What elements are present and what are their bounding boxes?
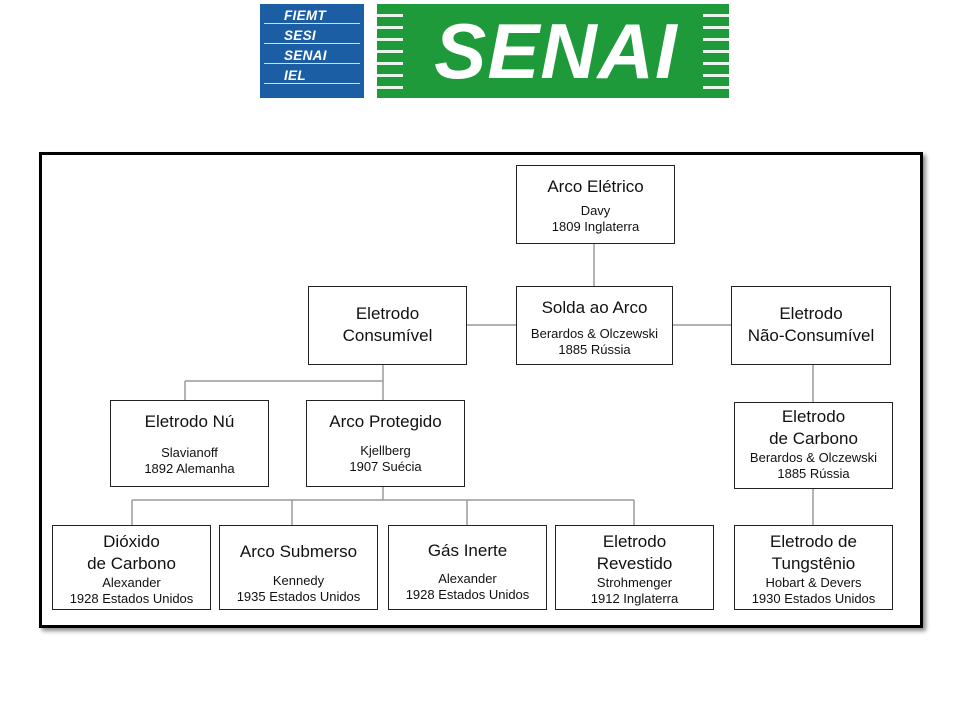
node-title: Eletrodo Revestido [596,532,673,573]
logo-line-iel: IEL [284,68,306,83]
node-gas-inerte: Gás Inerte Alexander 1928 Estados Unidos [388,525,547,610]
node-title: Arco Submerso [239,542,358,561]
node-arco-eletrico: Arco Elétrico Davy 1809 Inglaterra [516,165,675,244]
logo-stripes [377,14,729,89]
logo-rule [264,23,360,24]
node-eletrodo-de-carbono: Eletrodo de Carbono Berardos & Olczewski… [734,402,893,489]
node-subtitle: Berardos & Olczewski 1885 Rússia [749,450,878,481]
node-eletrodo-consumivel: Eletrodo Consumível [308,286,467,365]
logo-line-fiemt: FIEMT [284,8,326,23]
node-title: Gás Inerte [427,541,508,560]
logo-rule [264,63,360,64]
node-arco-submerso: Arco Submerso Kennedy 1935 Estados Unido… [219,525,378,610]
logo-rule [264,83,360,84]
node-subtitle: Kjellberg 1907 Suécia [349,443,422,474]
node-title: Arco Elétrico [547,177,644,196]
senai-wordmark: SENAI [434,7,678,95]
node-title: Eletrodo Nú [144,412,235,431]
senai-logo: SENAI [377,4,729,98]
fiemt-logo: FIEMT SESI SENAI IEL [260,4,364,98]
node-title: Eletrodo Não-Consumível [747,304,875,345]
node-eletrodo-revestido: Eletrodo Revestido Strohmenger 1912 Ingl… [555,525,714,610]
node-arco-protegido: Arco Protegido Kjellberg 1907 Suécia [306,400,465,487]
node-subtitle: Strohmenger 1912 Inglaterra [590,575,679,606]
node-subtitle: Alexander 1928 Estados Unidos [69,575,194,606]
node-subtitle: Davy 1809 Inglaterra [551,203,640,234]
node-title: Solda ao Arco [541,298,648,317]
node-title: Eletrodo de Carbono [769,407,858,448]
node-subtitle: Kennedy 1935 Estados Unidos [236,573,361,604]
logo-line-senai: SENAI [284,48,327,63]
node-subtitle: Berardos & Olczewski 1885 Rússia [530,326,659,357]
node-title: Arco Protegido [329,412,442,431]
node-title: Eletrodo de Tungstênio [770,532,857,573]
logo-line-sesi: SESI [284,28,316,43]
node-eletrodo-nu: Eletrodo Nú Slavianoff 1892 Alemanha [110,400,269,487]
node-eletrodo-nao-consumivel: Eletrodo Não-Consumível [731,286,891,365]
node-title: Eletrodo Consumível [342,304,433,345]
node-subtitle: Alexander 1928 Estados Unidos [405,571,530,602]
node-dioxido-de-carbono: Dióxido de Carbono Alexander 1928 Estado… [52,525,211,610]
logo-rule [264,43,360,44]
node-eletrodo-de-tungstenio: Eletrodo de Tungstênio Hobart & Devers 1… [734,525,893,610]
node-subtitle: Slavianoff 1892 Alemanha [144,445,235,476]
node-subtitle: Hobart & Devers 1930 Estados Unidos [751,575,876,606]
node-title: Dióxido de Carbono [87,532,176,573]
node-solda-ao-arco: Solda ao Arco Berardos & Olczewski 1885 … [516,286,673,365]
